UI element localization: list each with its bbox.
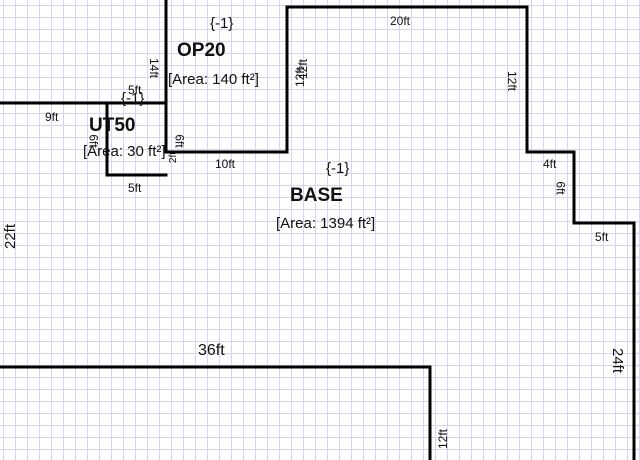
room-op20-area: [Area: 140 ft²]	[168, 71, 259, 88]
room-base-area: [Area: 1394 ft²]	[276, 215, 376, 232]
dimension-left-9ft: 9ft	[45, 110, 59, 124]
dimension-bottom-12ft: 12ft	[436, 428, 451, 450]
dimension-step-4ft: 4ft	[543, 157, 557, 171]
room-ut50-code: {-1}	[121, 90, 145, 107]
lower-wall-36ft	[0, 365, 432, 460]
dimension-left-22ft: 22ft	[2, 223, 20, 250]
dimension-right-12ft: 12ft	[505, 70, 520, 92]
dimension-op20-14ft: 14ft	[147, 57, 162, 79]
op20-wall	[164, 0, 289, 154]
dimension-op20-12ft-overlap: 12ft	[296, 58, 311, 80]
base-outer-wall	[285, 5, 636, 460]
dimension-right-24ft: 24ft	[609, 347, 627, 374]
room-base-code: {-1}	[326, 160, 350, 177]
dimension-top-20ft: 20ft	[390, 14, 411, 28]
dimension-bottom-36ft: 36ft	[198, 342, 225, 359]
dimension-ut50-right-6ft: 6ft	[172, 134, 187, 148]
dimension-ut50-top-5ft: 5ft	[128, 83, 142, 97]
room-op20-name: OP20	[177, 40, 226, 61]
dimension-step-5ft: 5ft	[595, 230, 609, 244]
dimension-op20-bottom-10ft: 10ft	[215, 157, 236, 171]
room-ut50-area: [Area: 30 ft²]	[83, 143, 166, 160]
dimension-step-6ft: 6ft	[553, 181, 568, 195]
dimension-op20-2ft: 2ft	[168, 151, 180, 164]
room-op20-code: {-1}	[210, 15, 234, 32]
room-ut50-name: UT50	[89, 115, 136, 136]
room-base-name: BASE	[290, 185, 343, 206]
dimension-ut50-bottom-5ft: 5ft	[128, 181, 142, 195]
ut50-wall	[105, 101, 168, 177]
